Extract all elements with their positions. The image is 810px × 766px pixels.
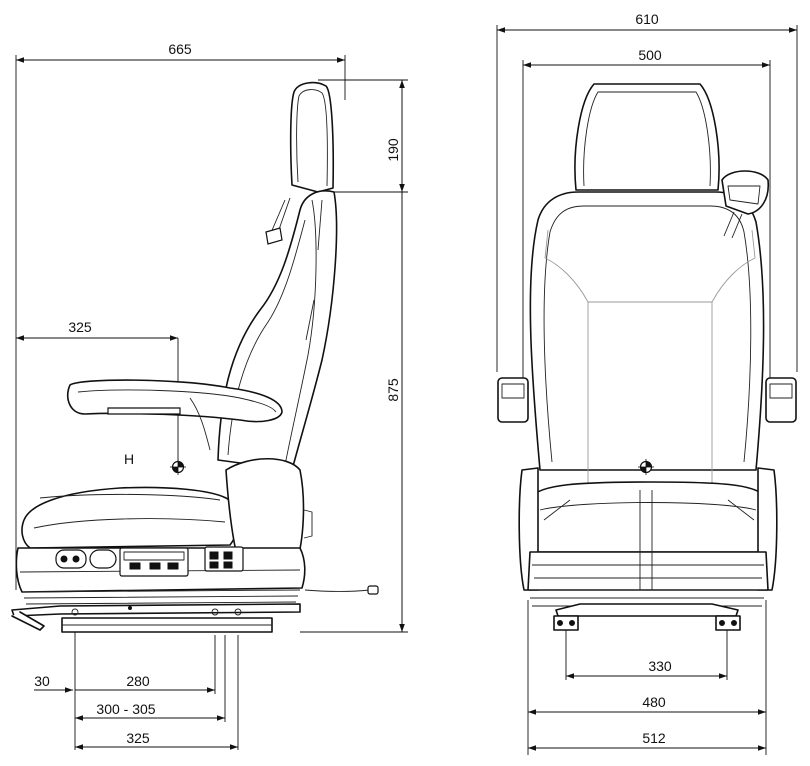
- h-point-label: H: [124, 451, 134, 467]
- dimension-rail-offset: 30: [34, 673, 73, 693]
- h-point-marker: [170, 459, 186, 475]
- dimension-base-width-inner-label: 480: [642, 694, 666, 710]
- dimension-overall-depth: 665: [16, 41, 345, 63]
- seat-front-outline: [497, 83, 797, 631]
- dimension-adjustment-range: 300 - 305: [75, 701, 225, 721]
- dimension-rail-offset-label: 30: [34, 673, 50, 689]
- dimension-mount-spacing: 330: [566, 658, 727, 679]
- seat-side-outline: GRAMMER: [11, 81, 379, 633]
- dimension-overall-height: 875: [385, 192, 405, 632]
- dimension-backrest-width-label: 500: [638, 47, 662, 63]
- dimension-overall-width-label: 610: [635, 11, 659, 27]
- dimension-base-width-outer: 512: [528, 730, 766, 751]
- front-view: 610 500 330 480 512: [496, 11, 798, 755]
- h-point-marker-front: [638, 459, 654, 475]
- dimension-h-point-offset: 325: [16, 319, 178, 341]
- dimension-rail-hole-spacing-label: 280: [126, 673, 150, 689]
- dimension-base-length: 325: [75, 730, 238, 750]
- dimension-base-width-outer-label: 512: [642, 730, 666, 746]
- dimension-base-length-label: 325: [126, 730, 150, 746]
- dimension-overall-width: 610: [497, 11, 797, 33]
- dimension-mount-spacing-label: 330: [648, 658, 672, 674]
- dimension-headrest-height: 190: [385, 80, 405, 192]
- dimension-overall-depth-label: 665: [168, 41, 192, 57]
- side-view: 665 190 875 325 H 30: [11, 41, 408, 750]
- dimension-base-width-inner: 480: [528, 694, 766, 715]
- dimension-backrest-width: 500: [523, 47, 770, 68]
- dimension-headrest-height-label: 190: [385, 138, 401, 162]
- dimension-adjustment-range-label: 300 - 305: [96, 701, 155, 717]
- dimension-h-point-offset-label: 325: [68, 319, 92, 335]
- dimension-overall-height-label: 875: [385, 378, 401, 402]
- dimension-rail-hole-spacing: 280: [75, 673, 215, 693]
